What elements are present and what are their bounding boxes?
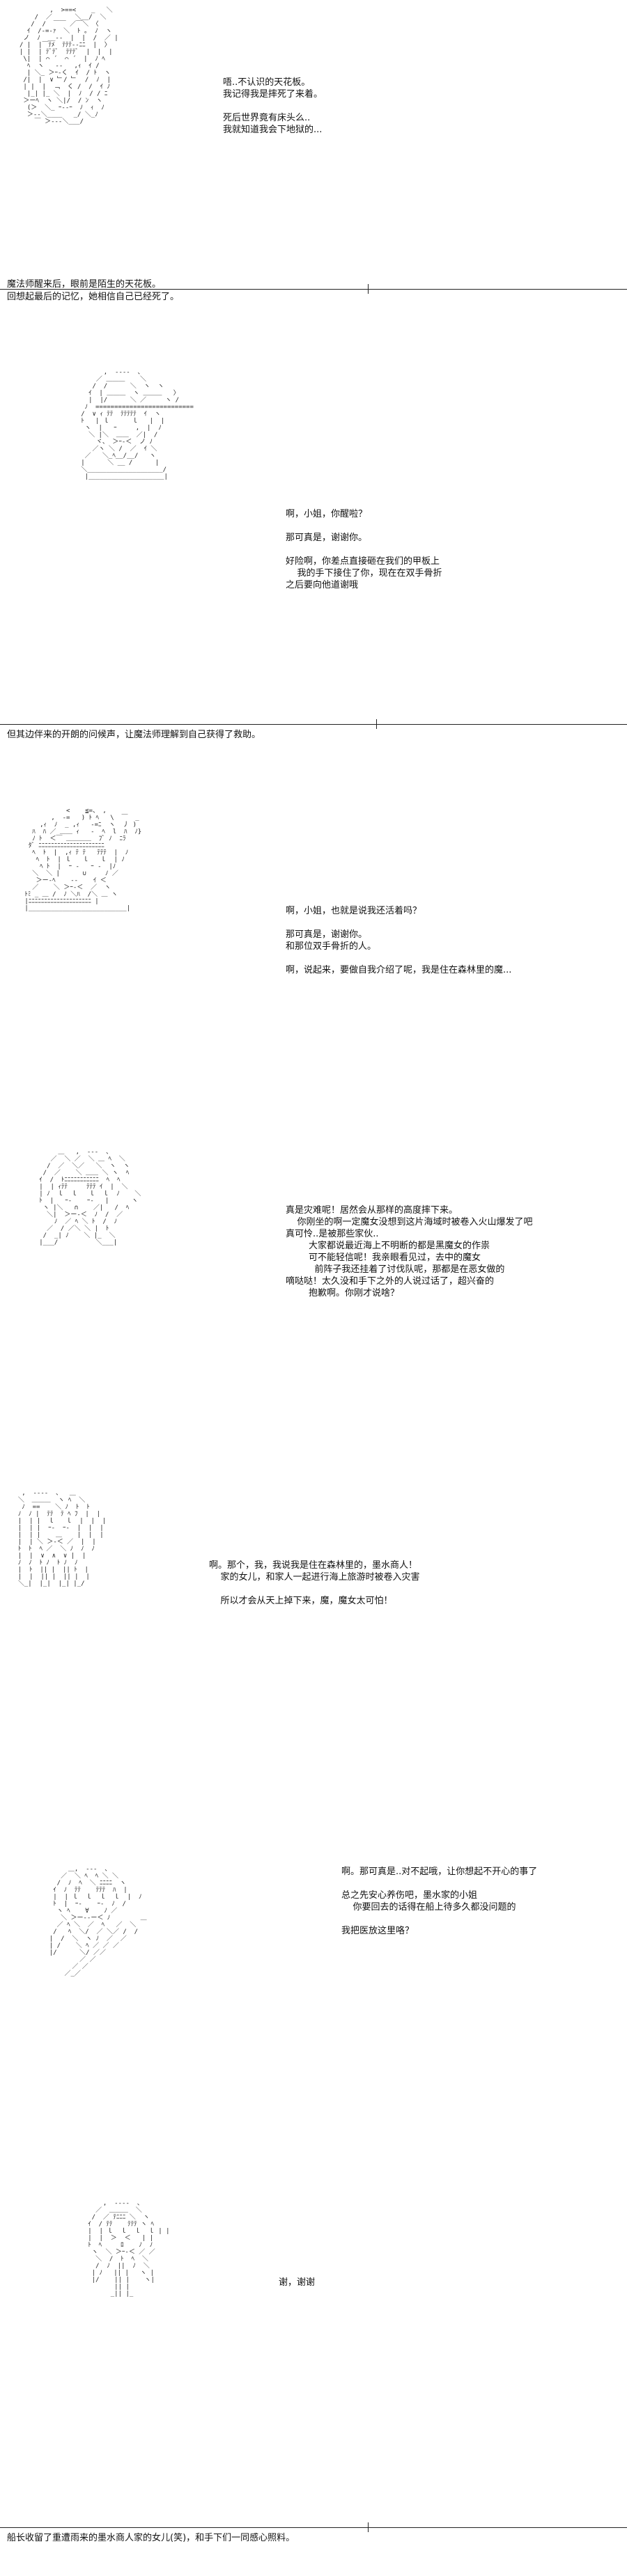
dialog-line: 前阵子我还挂着了讨伐队呢，那都是在恶女做的 — [286, 1264, 505, 1275]
dialog-block: 啊，小姐，你醒啦？ 那可真是，谢谢你。 好险啊，你差点直接砸在我们的甲板上 我的… — [286, 508, 442, 591]
dialog-block: 真是灾难呢！居然会从那样的高度摔下来。 你刚坐的啊一定魔女没想到这片海域时被卷入… — [286, 1204, 533, 1299]
dialog-line: 啊，小姐，你醒啦？ — [286, 509, 368, 519]
dialog-line: 好险啊，你差点直接砸在我们的甲板上 — [286, 556, 440, 567]
ascii-art-character: < ≦=、 , , ‐= ) ﾄ ﾍ \ ￣ _ ,ｨ ﾉ _ ,ｨ ‐=ﾆ ヽ… — [24, 808, 142, 912]
dialog-line — [223, 100, 323, 112]
narration-caption: 魔法师醒来后，眼前是陌生的天花板。回想起最后的记忆，她相信自己已经死了。 — [7, 278, 179, 304]
dialog-line: 啊，小姐，也就是说我还活着吗？ — [286, 906, 422, 916]
narration-caption: 但其边伴来的开朗的问候声，让魔法师理解到自己获得了救助。 — [7, 729, 261, 741]
dialog-line — [286, 544, 442, 556]
dialog-line: 啊。那可真是..对不起哦，让你想起不开心的事了 — [341, 1867, 538, 1877]
panel-4: ＿ , -‐- 、 ／ ＼ ／ ＼ ＿ ﾍ ＼ / ／ ＼／ ＼ ヽ ヽ / ／… — [0, 1128, 627, 1462]
dialog-line — [286, 917, 511, 929]
ascii-art-character: ＿, -‐- 、 ／ ＼ ﾍ ﾍ ＼ ＼ / ﾉ ﾍ ＼ ﾆﾆﾆﾆ ヽ ｲ ﾉ … — [49, 1866, 147, 1977]
dialog-line: 总之先安心养伤吧，墨水家的小姐 — [341, 1890, 478, 1901]
dialog-line — [341, 1878, 537, 1890]
panel-3: < ≦=、 , , ‐= ) ﾄ ﾍ \ ￣ _ ,ｨ ﾉ _ ,ｨ ‐=ﾆ ヽ… — [0, 780, 627, 1114]
caption-line: 但其边伴来的开朗的问候声，让魔法师理解到自己获得了救助。 — [7, 730, 261, 740]
dialog-line: 真是灾难呢！居然会从那样的高度摔下来。 — [286, 1205, 458, 1216]
dialog-line: 谢，谢谢 — [279, 2277, 316, 2288]
dialog-line: 嘀哒哒！太久没和手下之外的人说过话了，超兴奋的 — [286, 1276, 495, 1287]
caption-line: 魔法师醒来后，眼前是陌生的天花板。 — [7, 279, 162, 290]
dialog-line: 真可怜..是被那些家伙.. — [286, 1229, 379, 1239]
dialog-line: 和那位双手骨折的人。 — [286, 941, 377, 952]
dialog-line: 家的女儿，和家人一起进行海上旅游时被卷入灾害 — [209, 1572, 420, 1582]
dialog-line: 你要回去的话得在船上待多久都没问题的 — [341, 1902, 516, 1913]
dialog-line: 我记得我是摔死了来着。 — [223, 89, 323, 100]
dialog-line: 所以才会从天上掉下来，魔，魔女太可怕！ — [209, 1596, 393, 1606]
dialog-block: 唔..不认识的天花板。我记得我是摔死了来着。 死后世界竟有床头么.. 我就知道我会… — [223, 77, 323, 136]
caption-line: 回想起最后的记忆，她相信自己已经死了。 — [7, 292, 180, 302]
dialog-line: 可不能轻信呢！我亲眼看见过，去中的魔女 — [286, 1252, 481, 1263]
dialog-line: 啊。那个，我，我说我是住在森林里的，墨水商人！ — [209, 1560, 418, 1571]
dialog-line: 我的手下接住了你，现在在双手骨折 — [286, 568, 442, 579]
dialog-line: 我就知道我会下地狱的... — [223, 125, 323, 135]
dialog-line: 抱歉啊。你刚才说啥？ — [286, 1288, 400, 1298]
dialog-block: 谢，谢谢 — [279, 2277, 315, 2288]
divider-tick-mark — [376, 719, 377, 729]
dialog-block: 啊，小姐，也就是说我还活着吗？ 那可真是，谢谢你。和那位双手骨折的人。 啊，说起… — [286, 905, 511, 976]
divider-tick-mark — [368, 2522, 369, 2532]
dialog-line — [286, 520, 442, 532]
caption-line: 船长收留了重遭雨来的墨水商人家的女儿(笑)，和手下们一同感心照料。 — [7, 2533, 295, 2543]
dialog-line: 那可真是，谢谢你。 — [286, 929, 368, 940]
dialog-line: 啊，说起来，要做自我介绍了呢，我是住在森林里的魔... — [286, 965, 512, 975]
divider-tick-mark — [368, 284, 369, 294]
dialog-line: 我把医放这里咯？ — [341, 1926, 415, 1936]
panel-5: , -‐‐- 、 ＿ ＼ ＿＿＿ ヽ ﾍ ＼ ﾉ == ＼ ﾉ ﾄ ﾄ ﾉ ﾉ … — [0, 1476, 627, 1824]
ascii-art-character: , >==< _ ＼ / ／ ＼__/ ＼ / / ￣￣ ／￣＼ 〈 ｲ /-=… — [20, 7, 118, 125]
panel-divider — [0, 2527, 627, 2528]
ascii-art-character: ＿ , -‐- 、 ／ ＼ ／ ＼ ＿ ﾍ ＼ / ／ ＼／ ＼ ヽ ヽ / ／… — [39, 1149, 141, 1246]
dialog-line: 那可真是，谢谢你。 — [286, 533, 368, 543]
dialog-line: 你刚坐的啊一定魔女没想到这片海域时被卷入火山爆发了吧 — [286, 1217, 533, 1227]
dialog-line: 唔..不认识的天花板。 — [223, 77, 311, 88]
panel-2: , -‐‐- 、 ／ ＿＿＿ ＼ / / ＼ ヽ ヽ ｲ | ＿＿＿ ヽ ＿＿＿… — [0, 306, 627, 752]
panel-6: ＿, -‐- 、 ／ ＼ ﾍ ﾍ ＼ ＼ / ﾉ ﾍ ＼ ﾆﾆﾆﾆ ヽ ｲ ﾉ … — [0, 1838, 627, 2172]
narration-caption: 船长收留了重遭雨来的墨水商人家的女儿(笑)，和手下们一同感心照料。 — [7, 2532, 295, 2545]
panel-1: , >==< _ ＼ / ／ ＼__/ ＼ / / ￣￣ ／￣＼ 〈 ｲ /-=… — [0, 0, 627, 302]
dialog-line — [341, 1913, 537, 1925]
panel-divider — [0, 724, 627, 725]
dialog-block: 啊。那个，我，我说我是住在森林里的，墨水商人！ 家的女儿，和家人一起进行海上旅游… — [209, 1560, 420, 1607]
panel-divider — [0, 289, 627, 290]
ascii-art-character: , -‐‐- 、 ＿ ＼ ＿＿＿ ヽ ﾍ ＼ ﾉ == ＼ ﾉ ﾄ ﾄ ﾉ ﾉ … — [17, 1490, 107, 1587]
dialog-line — [209, 1583, 420, 1595]
ascii-art-character: , -‐‐- 、 ／ ＿＿＿ ＼ / ／ ﾃﾆﾆﾆ ＼ ヽ ｲ / ﾃﾃ ﾃﾃﾃ… — [88, 2200, 170, 2298]
ascii-art-character: , -‐‐- 、 ／ ＿＿＿ ＼ / / ＼ ヽ ヽ ｲ | ＿＿＿ ヽ ＿＿＿… — [81, 369, 194, 480]
dialog-line: 死后世界竟有床头么.. — [223, 113, 311, 123]
dialog-line: 之后要向他道谢哦 — [286, 580, 359, 590]
dialog-line: 大家都说最近海上不明断的都是黑魔女的作祟 — [286, 1241, 490, 1251]
dialog-line — [286, 952, 511, 964]
panel-7: , -‐‐- 、 ／ ＿＿＿ ＼ / ／ ﾃﾆﾆﾆ ＼ ヽ ｲ / ﾃﾃ ﾃﾃﾃ… — [0, 2186, 627, 2576]
dialog-block: 啊。那可真是..对不起哦，让你想起不开心的事了 总之先安心养伤吧，墨水家的小姐 … — [341, 1866, 537, 1937]
